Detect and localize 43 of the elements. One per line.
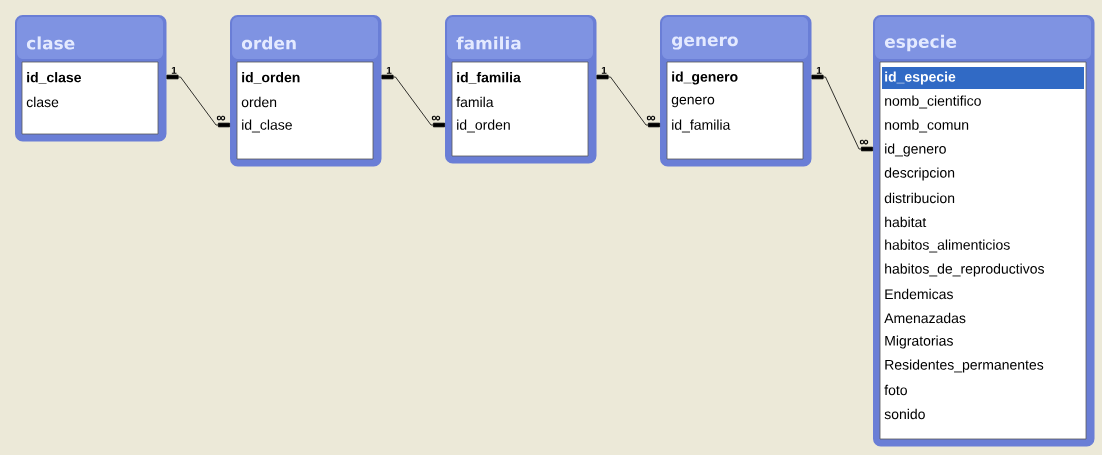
table-title: clase [26,36,75,50]
relationship-line [811,74,873,152]
cardinality-label: ∞ [859,139,869,145]
field-name: foto [884,384,907,396]
cardinality-label: 1 [171,66,177,74]
field-name: Amenazadas [884,312,966,324]
field-name: id_familia [672,119,731,133]
relationship-line [596,74,660,128]
field-name: Migratorias [885,335,953,349]
cardinality-label: ∞ [646,115,656,121]
field-name: famila [456,96,494,108]
table-title: familia [456,36,521,50]
field-name: Residentes_permanentes [885,359,1044,373]
cardinality-label: 1 [601,66,607,74]
field-name: genero [671,96,715,108]
table-title: genero [672,36,738,50]
field-name: nomb_comun [885,119,969,133]
cardinality-label: ∞ [216,115,226,121]
field-name: clase [26,96,59,108]
field-name: habitos_de_reproductivos [885,263,1044,277]
cardinality-label: ∞ [431,115,441,121]
relationship-line [381,74,445,128]
field-name: id_genero [885,143,946,157]
field-name: Endemicas [885,288,953,300]
table-title: orden [241,36,296,50]
field-name: habitos_alimenticios [885,239,1010,253]
selected-field: id_especie [882,67,1084,89]
field-name: id_familia [457,72,521,84]
field-name: id_orden [242,72,300,84]
field-name: descripcion [884,167,955,181]
table-title: especie [884,34,957,52]
field-name: orden [241,96,277,108]
field-name: id_clase [242,119,292,133]
field-name: distribucion [884,192,955,204]
field-name: habitat [885,216,927,228]
field-name: id_clase [27,72,81,84]
cardinality-label: 1 [816,66,822,74]
field-name: id_genero [672,71,738,85]
field-name: sonido [884,408,925,420]
field-name: nomb_cientifico [885,95,981,109]
cardinality-label: 1 [386,66,392,74]
relationship-line [166,74,230,128]
field-name: id_orden [457,119,510,133]
